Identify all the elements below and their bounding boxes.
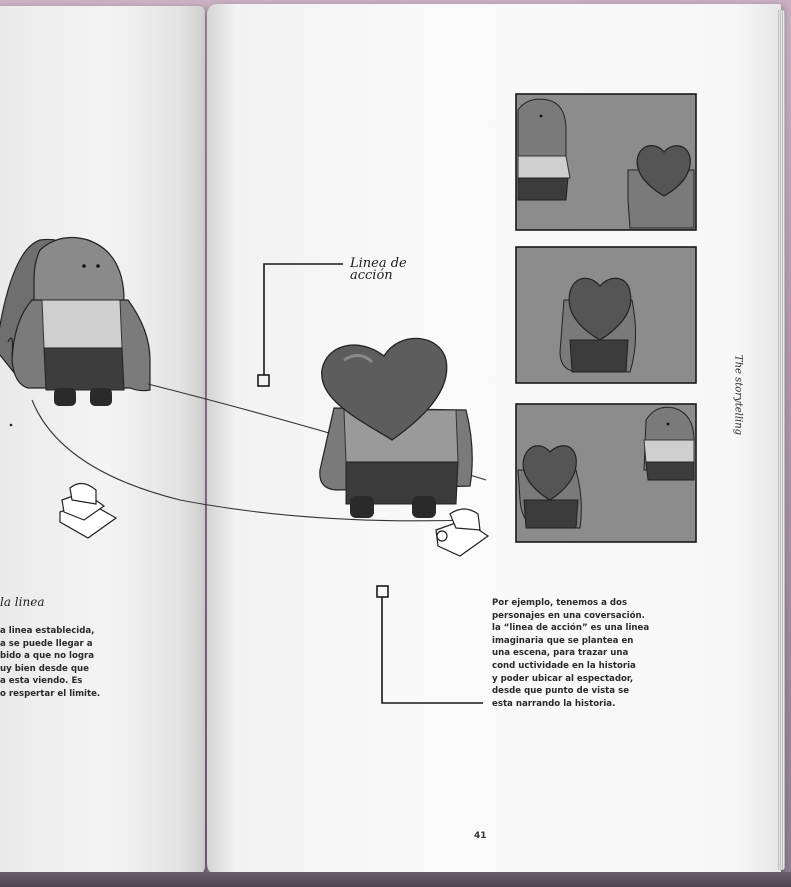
text-line: una escena, para trazar una [492, 647, 722, 660]
text-line: desde que punto de vista se [492, 685, 722, 698]
text-line: a linea establecida, [0, 625, 160, 638]
text-line: esta narrando la historia. [492, 698, 722, 711]
camera-sketch-left [60, 483, 116, 538]
text-line: personajes en una coversación. [492, 610, 722, 623]
camera-sketch-right [436, 509, 488, 556]
text-line: o respertar el limite. [0, 688, 160, 701]
text-line: bido a que no logra [0, 650, 160, 663]
storyboard-panel-3 [516, 404, 696, 542]
text-line: cond uctividade en la historia [492, 660, 722, 673]
callout-bracket-bottom [377, 586, 483, 703]
text-line: y poder ubicar al espectador, [492, 673, 722, 686]
character-heart-center [320, 338, 472, 518]
text-line: la “linea de acción” es una linea [492, 622, 722, 635]
storyboard-panel-1 [516, 94, 696, 230]
side-title: The storytelling [733, 355, 744, 435]
callout-label: Linea de acción [350, 258, 407, 282]
text-line: uy bien desde que [0, 663, 160, 676]
left-page-paragraph: a linea establecida, a se puede llegar a… [0, 625, 160, 701]
storyboard-panel-2 [516, 247, 696, 383]
callout-label-line-2: acción [350, 270, 407, 282]
text-line: Por ejemplo, tenemos a dos [492, 597, 722, 610]
text-line: a se puede llegar a [0, 638, 160, 651]
left-page-heading: la linea [0, 596, 44, 608]
text-line: a esta viendo. Es [0, 675, 160, 688]
right-page-paragraph: Por ejemplo, tenemos a dos personajes en… [492, 597, 722, 710]
page-number: 41 [474, 831, 487, 841]
text-line: imaginaria que se plantea en [492, 635, 722, 648]
character-illustration-left [0, 238, 150, 427]
